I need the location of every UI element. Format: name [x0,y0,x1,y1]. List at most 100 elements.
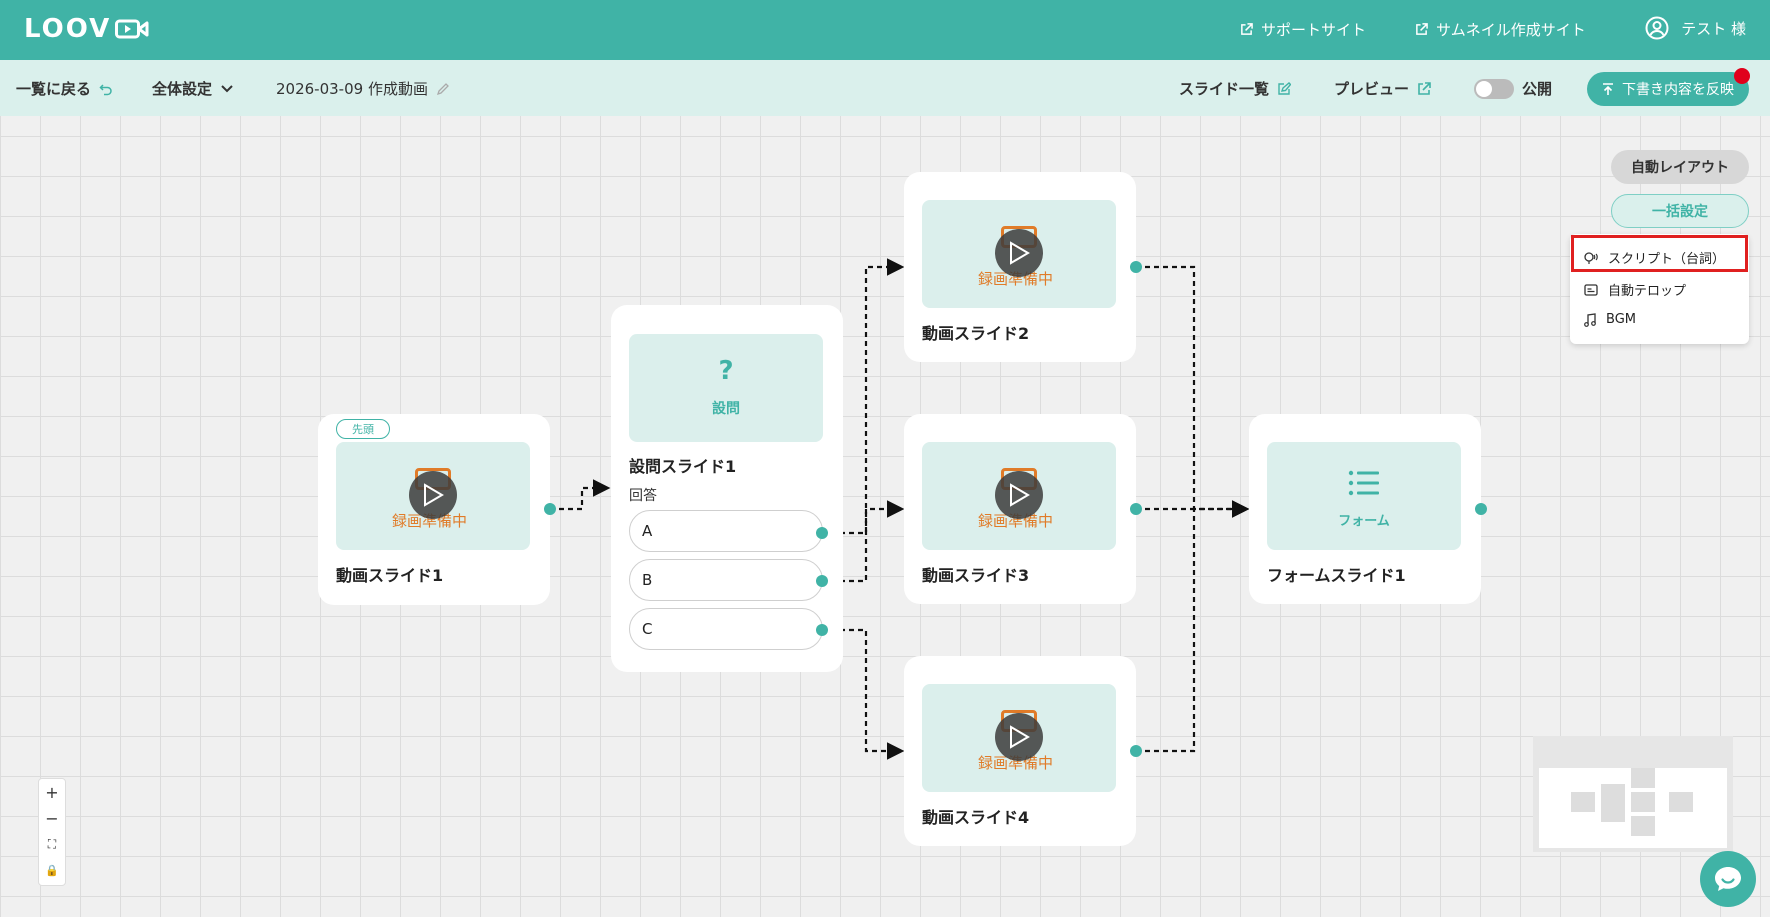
video-slide-node-1[interactable]: 先頭 録画準備中 動画スライド1 [318,414,556,605]
zoom-in-button[interactable]: + [45,782,59,802]
answer-c-port[interactable] [816,624,828,636]
publish-label: 公開 [1522,78,1552,99]
menu-item-label: 自動テロップ [1608,284,1687,299]
preview-button[interactable]: プレビュー [1334,78,1431,99]
minimap[interactable] [1533,736,1733,852]
video-slide-node-4[interactable]: 録画準備中 動画スライド4 [904,656,1142,846]
back-to-list-label: 一覧に戻る [16,80,92,98]
video-title[interactable]: 2026-03-09 作成動画 [276,78,450,99]
slide-thumbnail: 録画準備中 [922,684,1116,792]
answer-text: A [642,522,653,540]
play-button[interactable] [995,713,1043,761]
question-thumbnail: ? 設問 [629,334,823,442]
slide-list-button[interactable]: スライド一覧 [1179,78,1292,99]
form-thumbnail: フォーム [1267,442,1461,550]
thumbnail-site-label: サムネイル作成サイト [1436,21,1586,39]
script-menu-highlight-box [1571,235,1748,272]
play-button[interactable] [995,471,1043,519]
reflect-draft-label: 下書き内容を反映 [1622,82,1734,98]
music-note-icon [1584,312,1596,327]
play-icon [1010,241,1030,265]
form-slide-node[interactable]: フォーム フォームスライド1 [1249,414,1487,604]
answer-b-port[interactable] [816,575,828,587]
slide-title: 動画スライド2 [922,324,1030,343]
question-label: 設問 [712,401,740,417]
edit-icon [1278,81,1292,95]
back-to-list-button[interactable]: 一覧に戻る [16,78,113,99]
support-site-label: サポートサイト [1261,21,1367,39]
preview-label: プレビュー [1334,80,1410,98]
support-site-link[interactable]: サポートサイト [1240,19,1366,40]
global-settings-dropdown[interactable]: 全体設定 [152,78,234,99]
output-port[interactable] [1130,745,1142,757]
play-icon [1010,483,1030,507]
user-avatar-icon [1645,16,1669,40]
fit-view-button[interactable]: ⛶ [47,836,57,851]
slide-title: 動画スライド3 [922,566,1030,585]
zoom-controls: + − ⛶ 🔒 [38,778,66,886]
lock-button[interactable]: 🔒 [45,863,59,877]
logo[interactable]: LOOV [24,14,149,44]
reflect-draft-button[interactable]: 下書き内容を反映 [1587,72,1749,106]
unsaved-indicator-dot [1734,68,1750,84]
pencil-icon[interactable] [436,82,450,96]
answer-option-b[interactable]: B [629,559,823,601]
thumbnail-site-link[interactable]: サムネイル作成サイト [1415,19,1586,40]
answers-label: 回答 [629,488,657,504]
minimap-node [1631,816,1655,836]
output-port[interactable] [1130,503,1142,515]
flow-canvas[interactable] [0,116,1770,917]
menu-item-label: BGM [1606,312,1636,327]
video-slide-node-2[interactable]: 録画準備中 動画スライド2 [904,172,1142,362]
menu-item-bgm[interactable]: BGM [1584,312,1636,327]
voice-script-icon [1584,251,1598,264]
slide-thumbnail: 録画準備中 [922,200,1116,308]
answer-option-c[interactable]: C [629,608,823,650]
menu-item-auto-caption[interactable]: 自動テロップ [1584,280,1686,299]
recording-status: 録画準備中 [978,754,1054,772]
user-menu[interactable]: テスト 様 [1645,16,1746,40]
form-title: フォームスライド1 [1267,566,1406,585]
menu-item-script[interactable]: スクリプト（台詞） [1584,248,1725,267]
bulk-settings-menu: スクリプト（台詞） 自動テロップ BGM [1570,234,1749,344]
editor-toolbar: 一覧に戻る 全体設定 2026-03-09 作成動画 スライド一覧 プレビュー … [0,60,1770,116]
chat-support-button[interactable] [1700,851,1756,907]
list-icon [1348,470,1379,496]
output-port[interactable] [1475,503,1487,515]
play-button[interactable] [995,229,1043,277]
external-link-icon [1416,23,1428,35]
answer-a-port[interactable] [816,527,828,539]
slide-title: 動画スライド4 [922,808,1030,827]
answer-option-a[interactable]: A [629,510,823,552]
upload-icon [1603,82,1613,95]
form-label: フォーム [1338,514,1390,529]
top-bar: LOOV サポートサイト サムネイル作成サイト テスト 様 [0,0,1770,60]
minimap-node [1601,784,1625,822]
play-icon [424,483,444,507]
auto-layout-button[interactable]: 自動レイアウト [1611,150,1749,184]
minimap-node [1571,792,1595,812]
bulk-settings-button[interactable]: 一括設定 [1611,194,1749,228]
video-slide-node-3[interactable]: 録画準備中 動画スライド3 [904,414,1142,604]
chat-icon [1715,867,1741,891]
output-port[interactable] [1130,261,1142,273]
minimap-node [1631,792,1655,812]
video-camera-icon [115,19,149,39]
user-name: テスト 様 [1681,19,1746,38]
publish-label-text: 公開 [1522,80,1553,98]
external-link-icon [1241,23,1253,35]
minimap-node [1631,768,1655,788]
recording-status: 録画準備中 [978,270,1054,288]
question-slide-node[interactable]: ? 設問 設問スライド1 回答 A B C [611,305,843,672]
external-link-icon [1418,81,1431,95]
output-port[interactable] [544,503,556,515]
play-button[interactable] [409,471,457,519]
publish-toggle[interactable] [1474,79,1514,99]
undo-arrow-icon [99,83,112,95]
zoom-out-button[interactable]: − [45,808,59,828]
minimap-viewport [1539,768,1727,848]
answer-text: C [642,620,653,638]
chevron-down-icon [221,84,233,92]
minimap-node [1669,792,1693,812]
recording-status: 録画準備中 [978,512,1054,530]
